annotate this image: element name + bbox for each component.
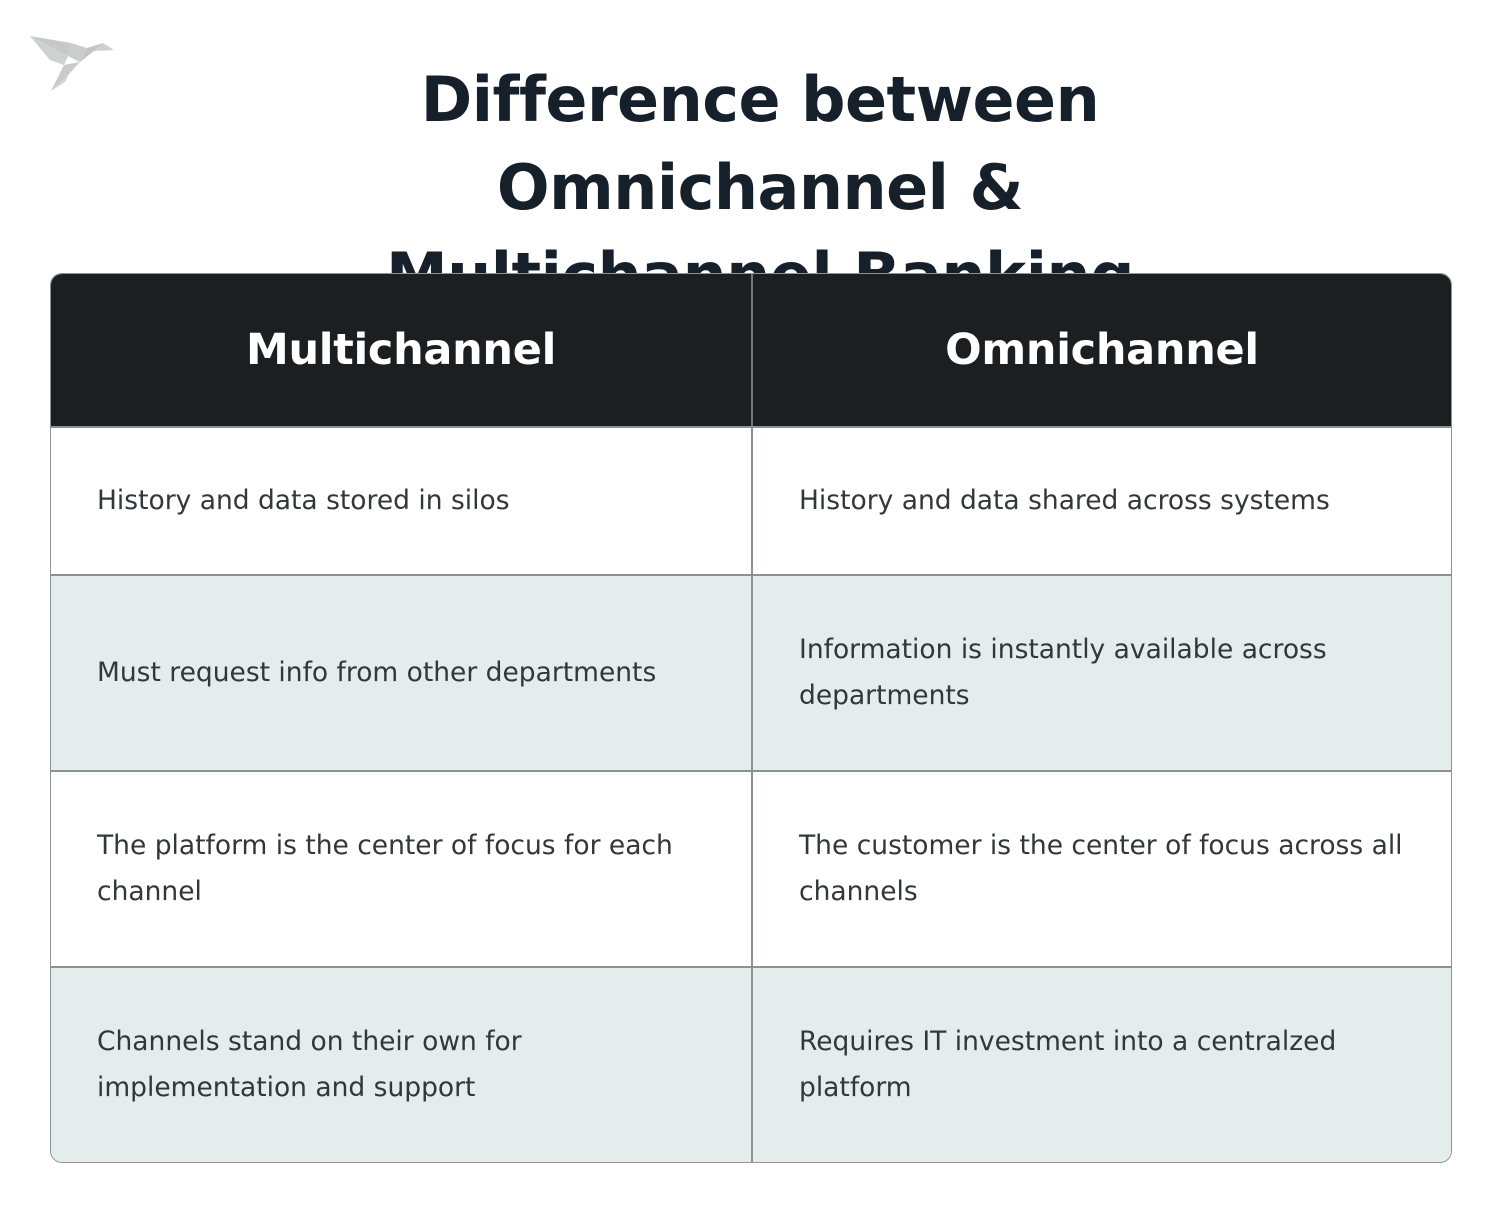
column-header-omnichannel: Omnichannel	[751, 274, 1451, 426]
table-row: Must request info from other departments…	[51, 574, 1451, 770]
table-cell-text: Channels stand on their own for implemen…	[97, 1026, 522, 1103]
table-cell-text: Information is instantly available acros…	[799, 634, 1327, 711]
table-header-row: Multichannel Omnichannel	[51, 274, 1451, 426]
table-cell-multichannel: History and data stored in silos	[51, 428, 751, 574]
column-header-label: Multichannel	[245, 325, 557, 375]
table-cell-omnichannel: The customer is the center of focus acro…	[751, 772, 1451, 966]
table-row: History and data stored in silos History…	[51, 426, 1451, 574]
table-cell-text: History and data stored in silos	[97, 485, 510, 516]
table-cell-text: Must request info from other departments	[97, 657, 657, 688]
table-cell-omnichannel: Information is instantly available acros…	[751, 576, 1451, 770]
table-cell-omnichannel: History and data shared across systems	[751, 428, 1451, 574]
table-cell-text: Requires IT investment into a centralzed…	[799, 1026, 1337, 1103]
comparison-table: Multichannel Omnichannel History and dat…	[50, 273, 1452, 1163]
table-cell-multichannel: Channels stand on their own for implemen…	[51, 968, 751, 1162]
page-title-line-1: Difference between Omnichannel &	[420, 63, 1100, 224]
table-cell-text: The customer is the center of focus acro…	[799, 830, 1403, 907]
table-cell-text: History and data shared across systems	[799, 485, 1330, 516]
table-row: Channels stand on their own for implemen…	[51, 966, 1451, 1162]
table-cell-multichannel: Must request info from other departments	[51, 576, 751, 770]
table-cell-omnichannel: Requires IT investment into a centralzed…	[751, 968, 1451, 1162]
table-row: The platform is the center of focus for …	[51, 770, 1451, 966]
column-header-label: Omnichannel	[945, 325, 1259, 375]
table-cell-multichannel: The platform is the center of focus for …	[51, 772, 751, 966]
origami-bird-logo	[24, 18, 120, 96]
column-header-multichannel: Multichannel	[51, 274, 751, 426]
table-cell-text: The platform is the center of focus for …	[97, 830, 673, 907]
